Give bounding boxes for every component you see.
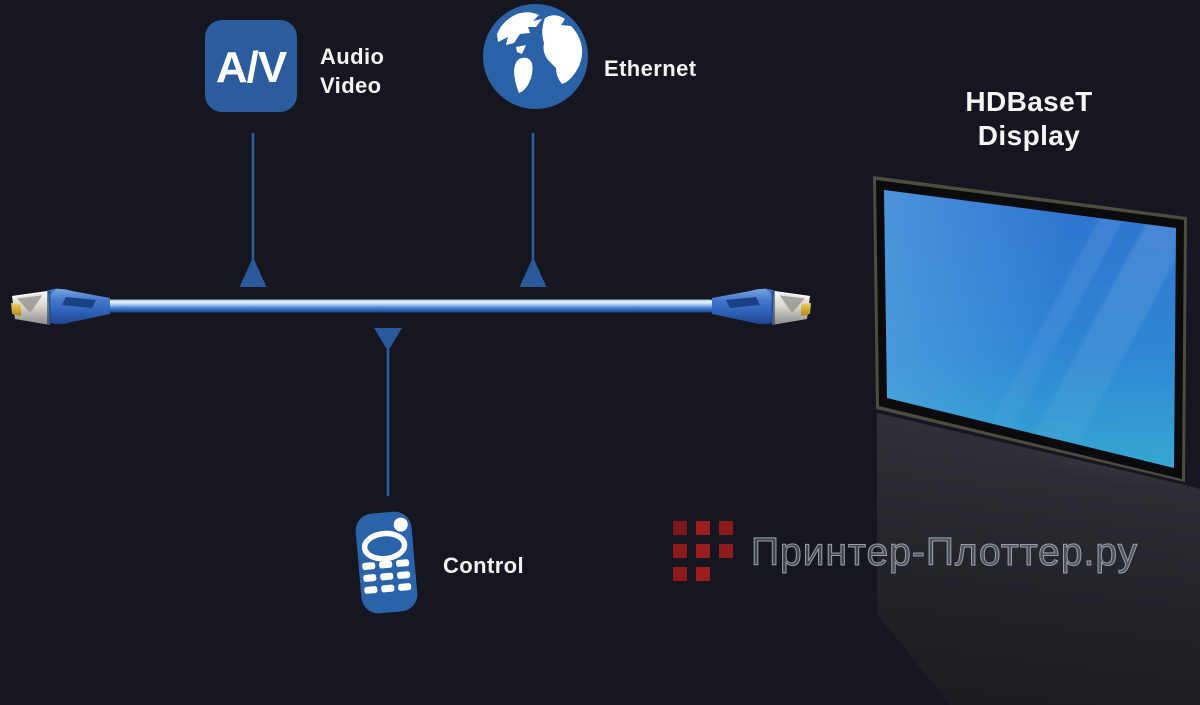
control-arrowhead-icon xyxy=(374,328,402,351)
right-hdmi-plug-icon xyxy=(712,288,811,325)
tv-display xyxy=(870,170,1200,705)
watermark-text: Принтер-Плоттер.ру xyxy=(750,531,1139,575)
hdmi-cable-icon xyxy=(100,299,716,313)
av-badge-icon: A/V xyxy=(205,20,297,112)
display-title-line2: Display xyxy=(977,120,1081,151)
signal-arrowheads xyxy=(239,257,547,351)
av-badge-text: A/V xyxy=(215,43,287,92)
remote-control-icon xyxy=(353,509,421,617)
video-label-line: Video xyxy=(320,73,382,98)
audio-label-line: Audio xyxy=(320,44,385,69)
control-label: Control xyxy=(443,553,525,578)
ethernet-arrowhead-icon xyxy=(519,257,547,287)
av-arrowhead-icon xyxy=(239,257,267,287)
left-hdmi-plug-icon xyxy=(11,288,110,325)
display-title: HDBaseT Display xyxy=(864,85,1194,153)
ethernet-label: Ethernet xyxy=(604,56,697,81)
signal-lines xyxy=(251,133,535,496)
red-grid-logo-icon xyxy=(673,521,733,581)
audio-video-label: Audio Video xyxy=(320,42,384,100)
display-title-line1: HDBaseT xyxy=(965,86,1093,117)
globe-icon xyxy=(483,4,588,109)
